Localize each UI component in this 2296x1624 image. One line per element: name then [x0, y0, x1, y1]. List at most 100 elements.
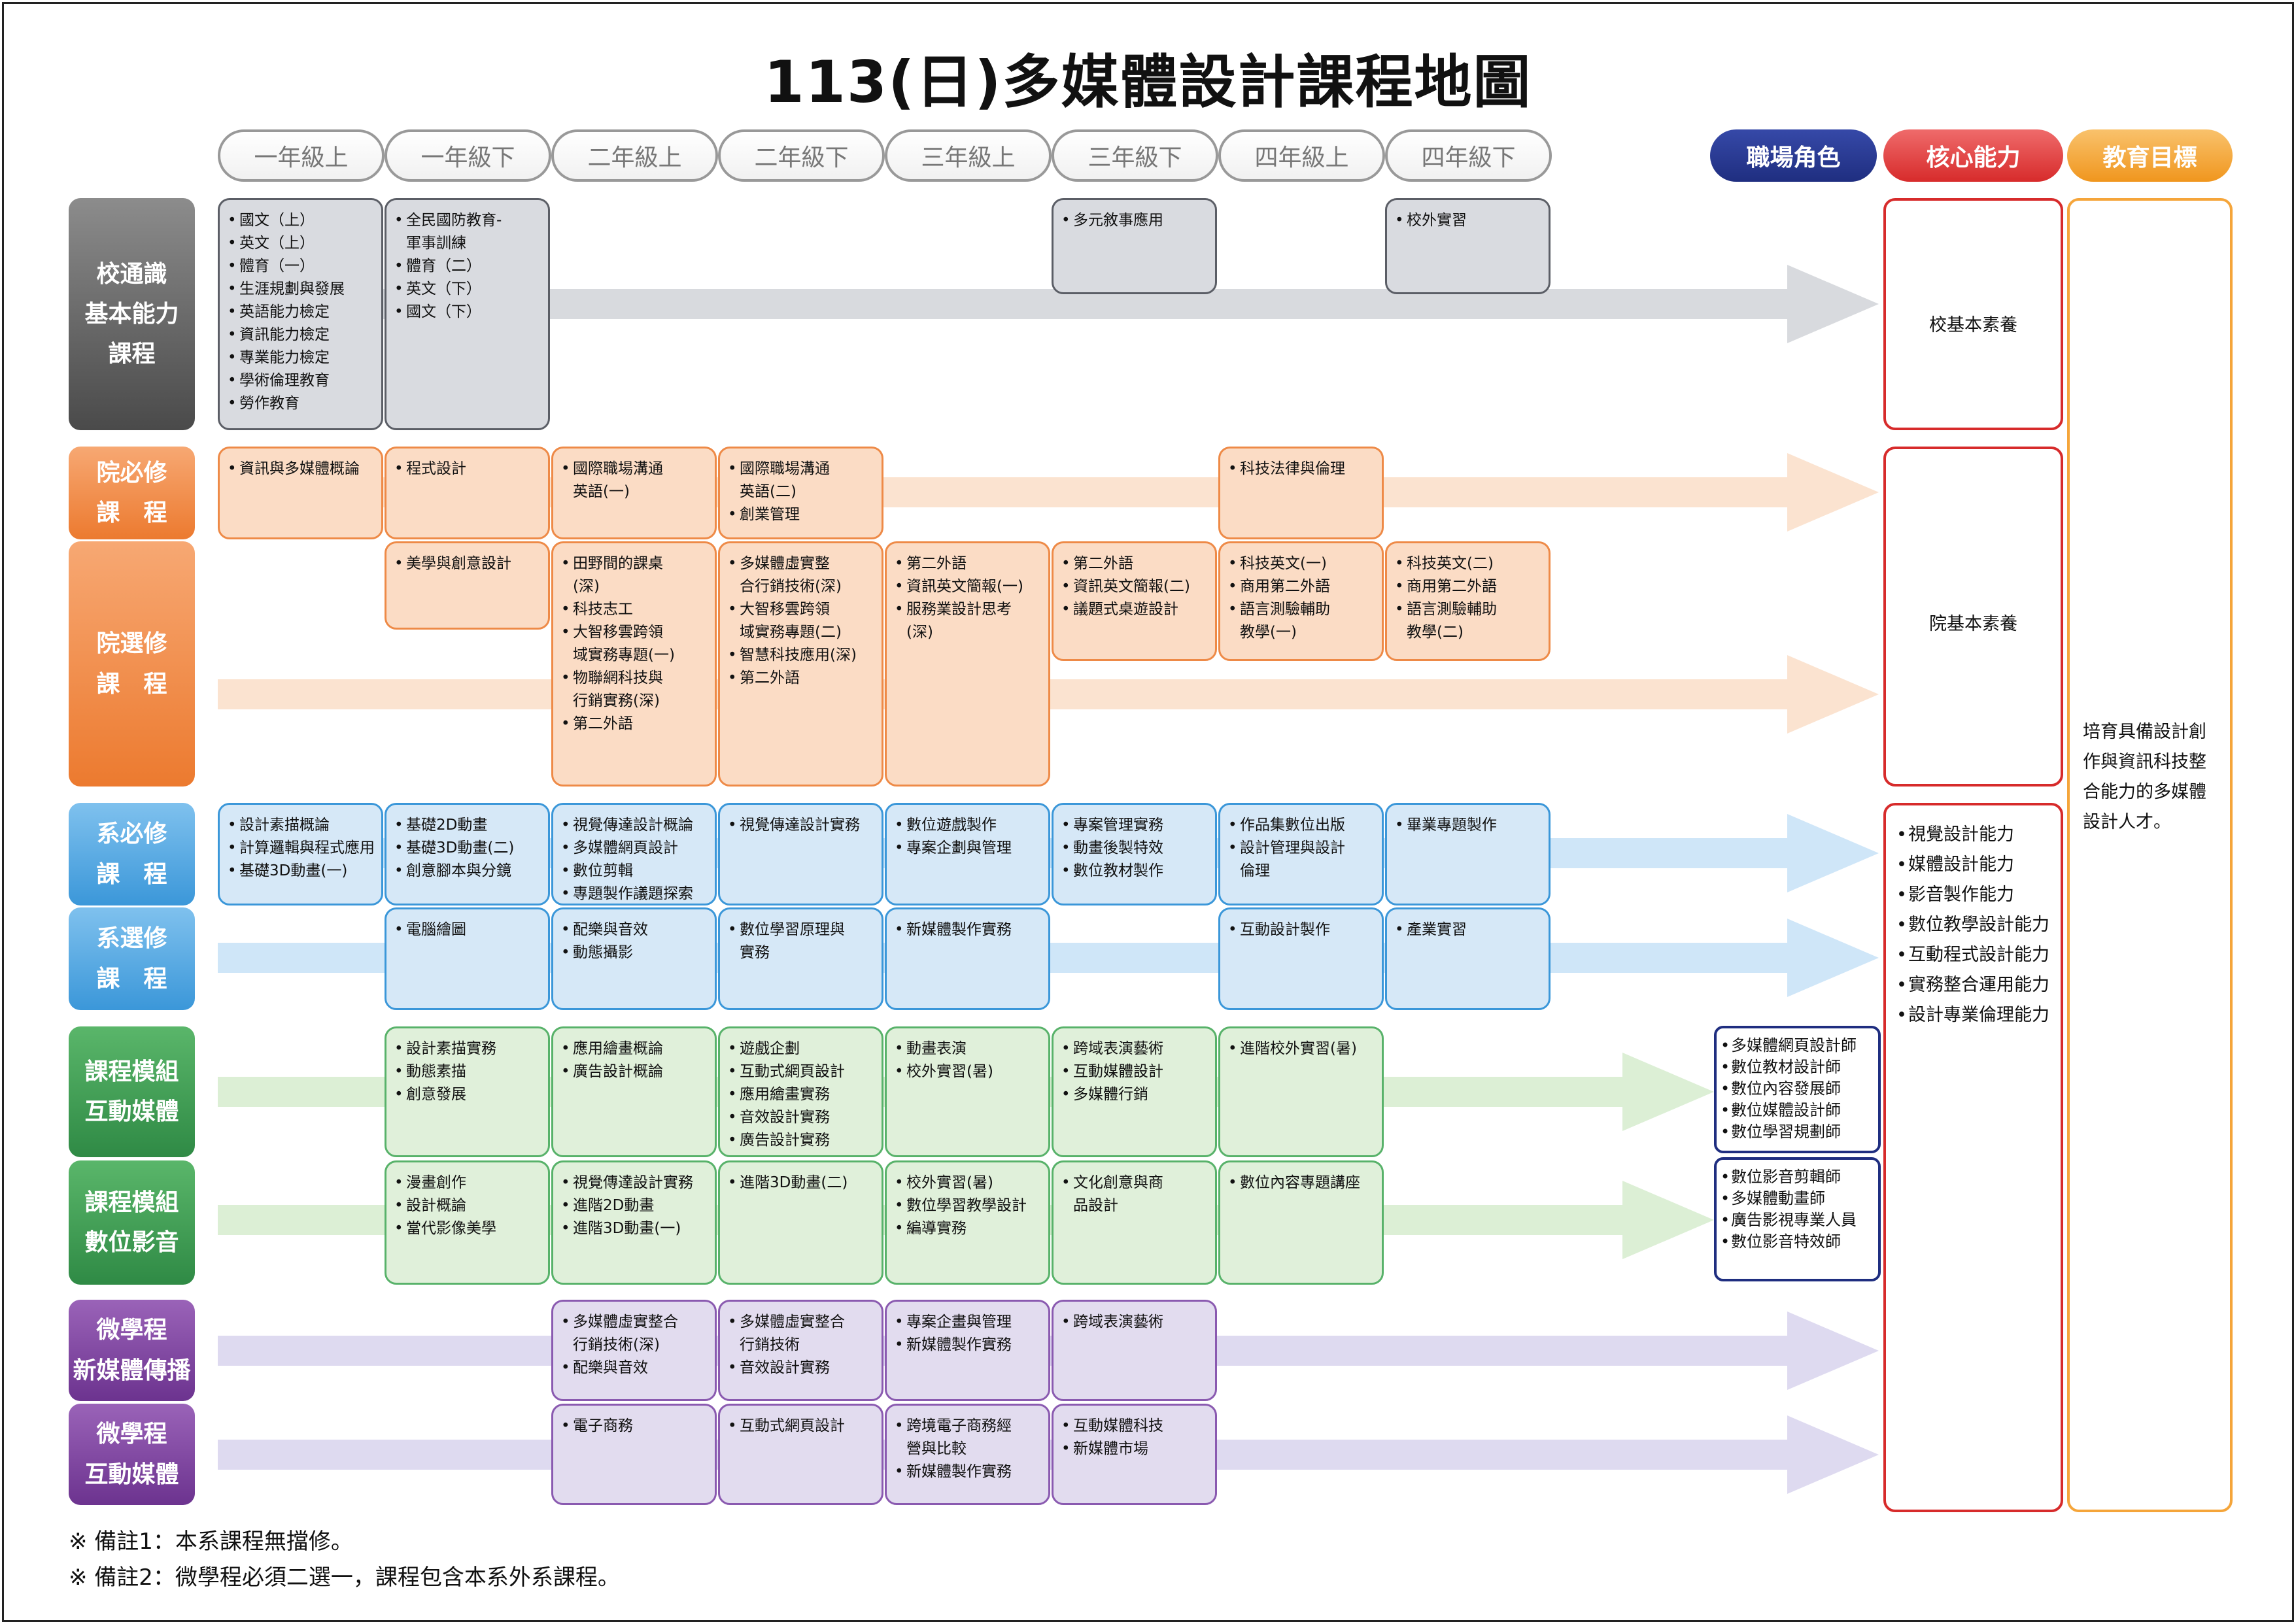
list-item: 互動程式設計能力	[1896, 940, 2061, 970]
list-item: 視覺設計能力	[1896, 820, 2061, 850]
course-item: 設計素描實務	[394, 1038, 541, 1060]
course-item: 數位教材製作	[1061, 860, 1208, 883]
course-cell-college-elec-g2a: 田野間的課桌 (深)科技志工大智移雲跨領 域實務專題(一)物聯網科技與 行銷實務…	[551, 541, 717, 787]
course-item: 英文（上）	[228, 232, 375, 255]
grade-2a: 二年級上	[551, 129, 718, 182]
course-cell-college-elec-g1b: 美學與創意設計	[385, 541, 550, 630]
edu-goal-header: 教育目標	[2067, 129, 2233, 182]
course-item: 美學與創意設計	[394, 552, 541, 575]
course-cell-module-inter-g1b: 設計素描實務動態素描創意發展	[385, 1026, 550, 1157]
course-cell-college-elec-g3a: 第二外語資訊英文簡報(一)服務業設計思考 (深)	[885, 541, 1050, 787]
course-item: 計算邏輯與程式應用	[228, 837, 375, 860]
course-item: 第二外語	[1061, 552, 1208, 575]
course-item: 多媒體行銷	[1061, 1083, 1208, 1106]
list-item: 廣告影視專業人員	[1721, 1210, 1874, 1231]
job-role-header: 職場角色	[1710, 129, 1877, 182]
course-cell-general-g4b: 校外實習	[1385, 198, 1551, 294]
course-item: 語言測驗輔助 教學(二)	[1395, 598, 1542, 644]
course-cell-college-req-g2a: 國際職場溝通 英語(一)	[551, 447, 717, 539]
course-item: 多元敘事應用	[1061, 209, 1208, 232]
course-cell-dept-req-g4a: 作品集數位出版設計管理與設計 倫理	[1218, 803, 1384, 905]
course-cell-module-video-g1b: 漫畫創作設計概論當代影像美學	[385, 1160, 550, 1285]
course-cell-dept-req-g1a: 設計素描概論計算邏輯與程式應用基礎3D動畫(一)	[218, 803, 383, 905]
course-cell-dept-req-g2b: 視覺傳達設計實務	[718, 803, 883, 905]
course-item: 商用第二外語	[1395, 575, 1542, 598]
course-item: 科技志工	[561, 598, 708, 621]
grade-1b: 一年級下	[385, 129, 551, 182]
course-cell-dept-req-g2a: 視覺傳達設計概論多媒體網頁設計數位剪輯專題製作議題探索	[551, 803, 717, 905]
row-label-dept-elective: 系選修課 程	[69, 907, 195, 1010]
list-item: 數位教學設計能力	[1896, 910, 2061, 940]
course-cell-general-g1b: 全民國防教育- 軍事訓練體育（二）英文（下）國文（下）	[385, 198, 550, 430]
course-item: 基礎2D動畫	[394, 814, 541, 837]
row-label-college-required: 院必修課 程	[69, 447, 195, 539]
course-item: 大智移雲跨領 域實務專題(一)	[561, 621, 708, 667]
course-item: 勞作教育	[228, 392, 375, 415]
course-item: 體育（一）	[228, 255, 375, 278]
course-item: 資訊與多媒體概論	[228, 458, 375, 481]
list-item: 影音製作能力	[1896, 880, 2061, 910]
course-item: 動畫後製特效	[1061, 837, 1208, 860]
course-cell-college-elec-g2b: 多媒體虛實整 合行銷技術(深)大智移雲跨領 域實務專題(二)智慧科技應用(深)第…	[718, 541, 883, 787]
course-item: 多媒體虛實整合 行銷技術	[728, 1311, 875, 1357]
course-item: 專案企畫與管理	[895, 1311, 1042, 1334]
course-cell-module-video-g4a: 數位內容專題講座	[1218, 1160, 1384, 1285]
course-item: 配樂與音效	[561, 1357, 708, 1379]
course-item: 資訊能力檢定	[228, 324, 375, 347]
row-label-general: 校通識基本能力課程	[69, 198, 195, 430]
course-item: 服務業設計思考 (深)	[895, 598, 1042, 644]
list-item: 數位媒體設計師	[1721, 1100, 1874, 1121]
course-item: 第二外語	[728, 667, 875, 690]
course-item: 設計素描概論	[228, 814, 375, 837]
course-item: 智慧科技應用(深)	[728, 644, 875, 667]
course-item: 創意發展	[394, 1083, 541, 1106]
course-cell-module-inter-g3b: 跨域表演藝術互動媒體設計多媒體行銷	[1052, 1026, 1217, 1157]
course-item: 基礎3D動畫(二)	[394, 837, 541, 860]
course-item: 動畫表演	[895, 1038, 1042, 1060]
grade-1a: 一年級上	[218, 129, 385, 182]
course-item: 文化創意與商 品設計	[1061, 1172, 1208, 1217]
course-cell-module-inter-g4a: 進階校外實習(暑)	[1218, 1026, 1384, 1157]
course-cell-college-elec-g4b: 科技英文(二)商用第二外語語言測驗輔助 教學(二)	[1385, 541, 1551, 661]
list-item: 設計專業倫理能力	[1896, 1000, 2061, 1030]
row-label-micro-interactive: 微學程互動媒體	[69, 1404, 195, 1505]
core-ability-header: 核心能力	[1883, 129, 2063, 182]
course-item: 國文（下）	[394, 301, 541, 324]
list-item: 實務整合運用能力	[1896, 970, 2061, 1000]
course-item: 議題式桌遊設計	[1061, 598, 1208, 621]
list-item: 數位學習規劃師	[1721, 1121, 1874, 1143]
course-item: 科技英文(一)	[1228, 552, 1375, 575]
course-cell-dept-elec-g4b: 產業實習	[1385, 907, 1551, 1010]
course-cell-college-req-g1b: 程式設計	[385, 447, 550, 539]
edu-goal-text: 培育具備設計創作與資訊科技整合能力的多媒體設計人才。	[2083, 722, 2206, 832]
course-item: 電腦繪圖	[394, 919, 541, 941]
course-item: 全民國防教育- 軍事訓練	[394, 209, 541, 255]
course-item: 科技英文(二)	[1395, 552, 1542, 575]
note-1: ※ 備註1：本系課程無擋修。	[69, 1529, 353, 1555]
course-item: 互動式網頁設計	[728, 1415, 875, 1438]
course-item: 資訊英文簡報(一)	[895, 575, 1042, 598]
course-item: 跨域表演藝術	[1061, 1038, 1208, 1060]
course-item: 產業實習	[1395, 919, 1542, 941]
course-item: 進階2D動畫	[561, 1194, 708, 1217]
course-item: 作品集數位出版	[1228, 814, 1375, 837]
course-cell-module-inter-g2b: 遊戲企劃互動式網頁設計應用繪畫實務音效設計實務廣告設計實務	[718, 1026, 883, 1157]
course-item: 數位學習原理與 實務	[728, 919, 875, 964]
row-label-module-interactive: 課程模組互動媒體	[69, 1026, 195, 1157]
course-item: 學術倫理教育	[228, 369, 375, 392]
course-item: 數位剪輯	[561, 860, 708, 883]
list-item: 數位教材設計師	[1721, 1057, 1874, 1078]
grade-2b: 二年級下	[718, 129, 885, 182]
row-label-dept-required: 系必修課 程	[69, 803, 195, 905]
edu-goal-box: 培育具備設計創作與資訊科技整合能力的多媒體設計人才。	[2067, 198, 2233, 1512]
row-label-college-elective: 院選修課 程	[69, 541, 195, 787]
course-item: 專案企劃與管理	[895, 837, 1042, 860]
course-cell-module-inter-g2a: 應用繪畫概論廣告設計概論	[551, 1026, 717, 1157]
course-item: 音效設計實務	[728, 1106, 875, 1129]
core-school-text: 校基本素養	[1929, 315, 2017, 335]
course-item: 科技法律與倫理	[1228, 458, 1375, 481]
course-item: 專案管理實務	[1061, 814, 1208, 837]
list-item: 數位影音剪輯師	[1721, 1166, 1874, 1188]
course-cell-micro-inter-g2b: 互動式網頁設計	[718, 1404, 883, 1505]
course-item: 互動設計製作	[1228, 919, 1375, 941]
